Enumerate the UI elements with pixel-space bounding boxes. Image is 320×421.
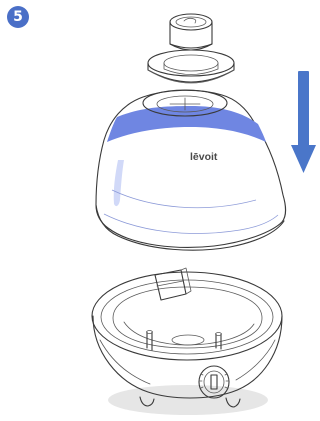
mist-outlet-ring (147, 49, 235, 84)
water-tank (95, 89, 287, 251)
tank-band (107, 106, 266, 142)
mist-nozzle-cap (169, 13, 213, 51)
arrow-shaft (298, 71, 309, 147)
step-number-text: 5 (13, 9, 23, 25)
arrow-head (291, 145, 316, 173)
arrow-down-icon (291, 71, 316, 173)
dial-knob (198, 365, 230, 399)
tank-body (95, 89, 287, 248)
base-shadow (108, 385, 268, 415)
step-number-badge: 5 (7, 6, 29, 28)
brand-logo: lēvoit (190, 151, 218, 163)
humidifier-base (91, 267, 283, 415)
tank-highlight (113, 160, 124, 207)
base-body (92, 315, 283, 399)
